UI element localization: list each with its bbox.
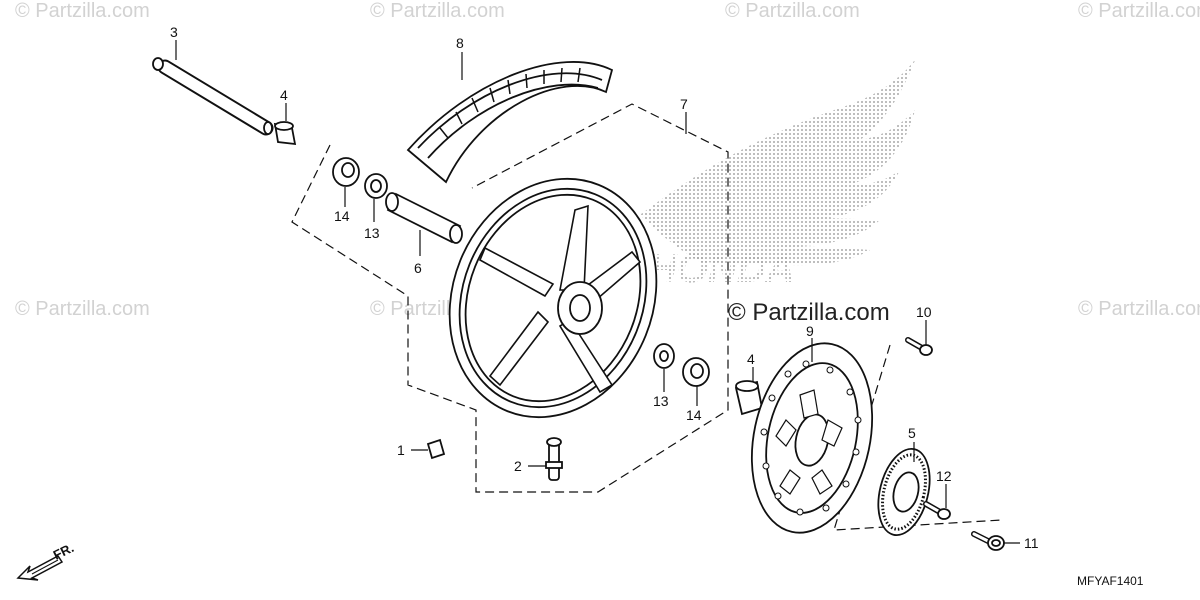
watermark: © Partzilla.com — [1078, 0, 1200, 22]
honda-wing-logo: HONDA — [640, 60, 915, 291]
bearing-left — [332, 157, 360, 187]
brake-disc-part — [750, 342, 874, 534]
seal-left — [364, 173, 388, 199]
partzilla-credit: © Partzilla.com — [728, 299, 890, 326]
front-direction-arrow: FR. — [16, 540, 76, 581]
seal-right — [653, 343, 675, 369]
callout-4-left: 4 — [280, 87, 288, 103]
collar-left — [273, 121, 297, 146]
callout-13-right: 13 — [653, 393, 669, 409]
valve-part — [545, 437, 563, 481]
callout-13-left: 13 — [364, 225, 380, 241]
distance-collar — [385, 192, 463, 244]
watermark: © Partzilla.com — [15, 0, 150, 22]
callout-4-right: 4 — [747, 351, 755, 367]
bearing-right — [682, 357, 710, 387]
flange-bolt-part — [971, 531, 1005, 551]
callout-6: 6 — [414, 260, 422, 276]
collar-right — [734, 380, 764, 416]
callout-10: 10 — [916, 304, 932, 320]
callout-8: 8 — [456, 35, 464, 51]
callout-3: 3 — [170, 24, 178, 40]
disc-bolt-part — [905, 337, 933, 356]
callout-14-left: 14 — [334, 208, 350, 224]
callout-11: 11 — [1024, 535, 1039, 551]
callout-2: 2 — [514, 458, 522, 474]
wheel-assembly-box — [291, 103, 729, 493]
callout-labels: 3 4 8 7 14 13 6 13 14 4 9 10 5 12 11 1 2 — [170, 24, 1039, 551]
pulser-bolt-part — [923, 501, 951, 520]
leader-lines — [175, 40, 1020, 544]
callout-12: 12 — [936, 468, 952, 484]
callout-14-right: 14 — [686, 407, 702, 423]
callout-9: 9 — [806, 323, 814, 339]
watermark: © Partzilla.com — [1078, 298, 1200, 320]
callout-7: 7 — [680, 96, 688, 112]
wheel-part — [448, 177, 658, 419]
honda-logo-text: HONDA — [648, 247, 795, 291]
diagram-code: MFYAF1401 — [1077, 574, 1144, 588]
callout-1: 1 — [397, 442, 405, 458]
tire-part — [406, 61, 614, 184]
watermark: © Partzilla.com — [370, 0, 505, 22]
watermark: © Partzilla.com — [725, 0, 860, 22]
clip-part — [426, 438, 446, 460]
pulser-ring-part — [877, 448, 931, 536]
axle-part — [152, 57, 274, 136]
callout-5: 5 — [908, 425, 916, 441]
watermark: © Partzilla.com — [15, 298, 150, 320]
